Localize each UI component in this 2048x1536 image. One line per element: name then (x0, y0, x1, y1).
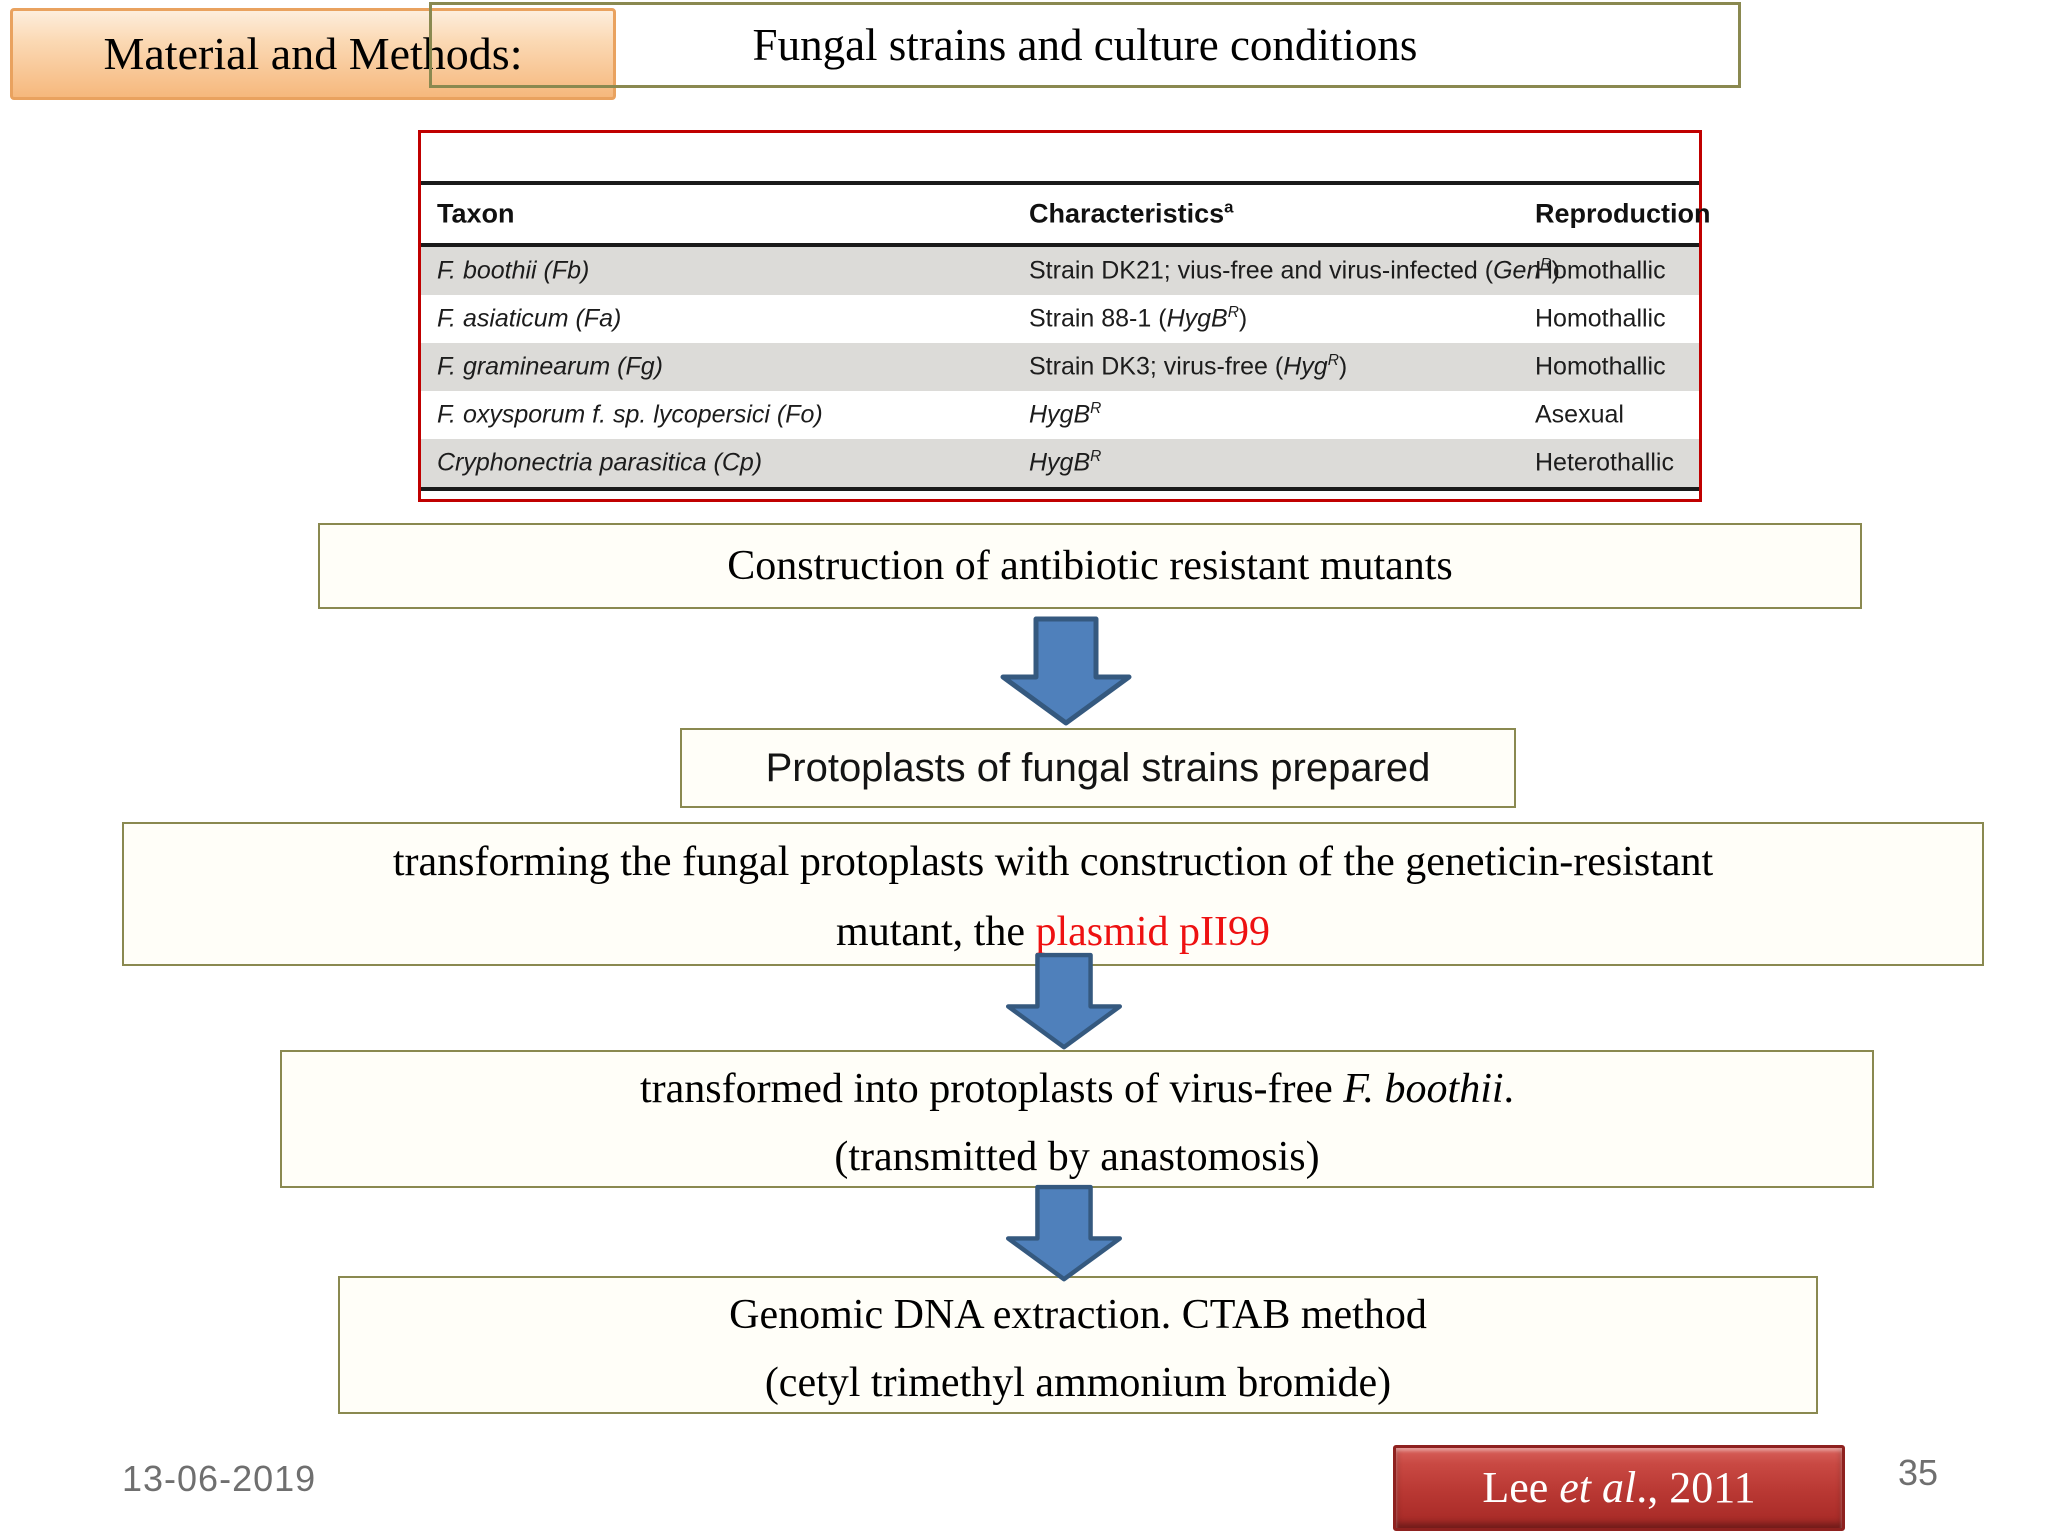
table-cell: Heterothallic (1535, 448, 1674, 477)
table-cell: Homothallic (1535, 352, 1666, 381)
flow-step-line: Genomic DNA extraction. CTAB method (340, 1284, 1816, 1346)
footer-date: 13-06-2019 (122, 1458, 317, 1499)
citation-badge: Lee et al., 2011 (1393, 1445, 1845, 1531)
table-cell: Strain 88-1 (HygBR) (1029, 304, 1248, 333)
table-cell: F. oxysporum f. sp. lycopersici (Fo) (437, 400, 823, 429)
table-rule (421, 181, 1699, 185)
flow-step-text: transforming the fungal protoplasts with… (392, 839, 1714, 885)
table-row: F. graminearum (Fg) Strain DK3; virus-fre… (421, 343, 1699, 391)
table-header-row: Taxon Characteristicsa Reproduction (421, 185, 1711, 243)
slide-title: Fungal strains and culture conditions (752, 20, 1418, 70)
flow-step-line: (transmitted by anastomosis) (282, 1126, 1872, 1188)
table-header-cell: Taxon (437, 198, 515, 229)
table-row: F. boothii (Fb) Strain DK21; vius-free an… (421, 247, 1699, 295)
flow-step-text: . (1503, 1066, 1515, 1112)
citation-prefix: Lee (1482, 1463, 1560, 1512)
down-arrow-icon (1005, 1184, 1123, 1282)
table-rule (421, 243, 1699, 247)
flow-step-line: transformed into protoplasts of virus-fr… (282, 1058, 1872, 1120)
flow-step-text: Genomic DNA extraction. CTAB method (729, 1292, 1427, 1338)
flow-step-line: (cetyl trimethyl ammonium bromide) (340, 1352, 1816, 1414)
down-arrow-icon (1000, 616, 1132, 726)
table-rule (421, 487, 1699, 491)
table-cell: F. asiaticum (Fa) (437, 304, 622, 333)
table-cell: F. boothii (Fb) (437, 256, 590, 285)
flow-step-text: mutant, the (836, 909, 1036, 955)
table-cell: F. graminearum (Fg) (437, 352, 663, 381)
down-arrow-icon (1005, 952, 1123, 1050)
flow-step-label: Construction of antibiotic resistant mut… (727, 543, 1453, 589)
table-header-cell: Reproduction (1535, 198, 1711, 229)
table-cell: Asexual (1535, 400, 1624, 429)
table-cell: Homothallic (1535, 256, 1666, 285)
table-row: Cryphonectria parasitica (Cp) HygBR Hetero… (421, 439, 1699, 487)
slide-title-box: Fungal strains and culture conditions (429, 2, 1741, 88)
flow-step-text: (transmitted by anastomosis) (834, 1134, 1320, 1180)
flow-step-construction: Construction of antibiotic resistant mut… (318, 523, 1862, 609)
flow-step-transforming: transforming the fungal protoplasts with… (122, 822, 1984, 966)
table-cell: HygBR (1029, 448, 1102, 477)
citation-suffix: ., 2011 (1636, 1463, 1756, 1512)
table-cell: Cryphonectria parasitica (Cp) (437, 448, 763, 477)
table-row: F. asiaticum (Fa) Strain 88-1 (HygBR) Homo… (421, 295, 1699, 343)
flow-step-dna-extraction: Genomic DNA extraction. CTAB method (cet… (338, 1276, 1818, 1414)
table-body: F. boothii (Fb) Strain DK21; vius-free an… (421, 247, 1699, 487)
table-cell: Homothallic (1535, 304, 1666, 333)
table-cell: Strain DK21; vius-free and virus-infecte… (1029, 256, 1560, 285)
flow-step-line: transforming the fungal protoplasts with… (124, 830, 1982, 894)
flow-step-label: Protoplasts of fungal strains prepared (765, 746, 1431, 790)
species-name: F. boothii (1343, 1066, 1504, 1112)
section-label: Material and Methods: (103, 28, 523, 79)
table-row: F. oxysporum f. sp. lycopersici (Fo) HygB… (421, 391, 1699, 439)
table-cell: HygBR (1029, 400, 1102, 429)
page-number: 35 (1898, 1452, 1939, 1493)
flow-step-text: (cetyl trimethyl ammonium bromide) (764, 1360, 1392, 1406)
flow-step-text: transformed into protoplasts of virus-fr… (639, 1066, 1344, 1112)
flow-step-transformed: transformed into protoplasts of virus-fr… (280, 1050, 1874, 1188)
plasmid-highlight: plasmid pII99 (1035, 909, 1270, 955)
strains-table: Taxon Characteristicsa Reproduction F. boo… (418, 130, 1711, 502)
flow-step-protoplasts: Protoplasts of fungal strains prepared (680, 728, 1516, 808)
citation-et-al: et al (1559, 1463, 1637, 1512)
table-top-strip (421, 133, 1699, 181)
table-header-cell: Characteristicsa (1029, 197, 1234, 229)
table-cell: Strain DK3; virus-free (HygR) (1029, 352, 1348, 381)
citation-text: Lee et al., 2011 (1396, 1448, 1842, 1528)
section-label-box: Material and Methods: (10, 8, 616, 100)
flow-step-line: mutant, the plasmid pII99 (124, 900, 1982, 964)
